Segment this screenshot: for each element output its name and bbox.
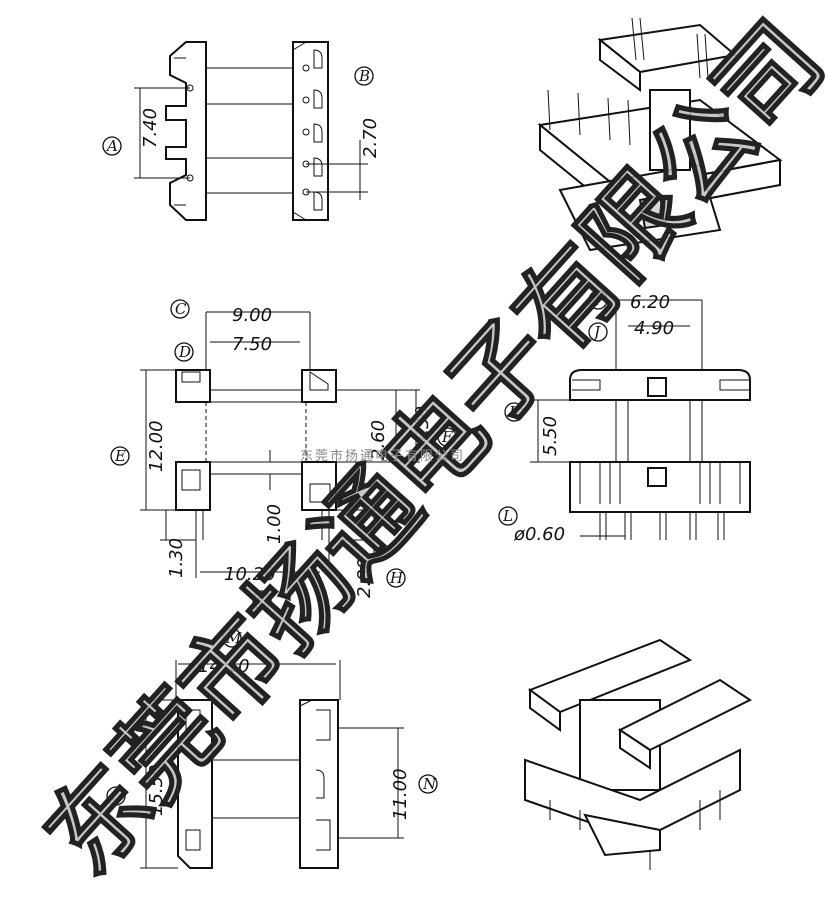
label-m: M (225, 629, 242, 647)
dim-j-value: 4.90 (634, 318, 674, 339)
dim-b-value: 2.70 (360, 118, 381, 158)
isometric-view-bottom (524, 638, 752, 870)
dim-28-value: 2.80 (354, 558, 375, 598)
label-c2: C (257, 591, 269, 609)
dim-1-value: 1.00 (264, 504, 285, 544)
dim-75-value: 7.50 (232, 334, 272, 355)
watermark-small-text: 东莞市扬通电子有限公司 (300, 448, 465, 464)
dim-12-value: 12.00 (146, 420, 167, 472)
front-view: 9.00 C 7.50 D 12.00 E 2.60 4.30 F 1.00 1… (110, 299, 457, 610)
dim-13-value: 1.30 (166, 538, 187, 578)
label-d: D (178, 343, 191, 361)
label-a: A (105, 137, 118, 155)
dim-43-value: 4.30 (412, 406, 433, 446)
side-view: 6.20 I 4.90 J 5.50 K ø0.60 L (498, 290, 751, 545)
dim-102-value: 10.20 (224, 564, 276, 585)
dim-n-value: 11.00 (390, 768, 411, 820)
label-k: K (508, 403, 521, 421)
label-e: E (114, 447, 126, 465)
top-view: 7.40 A 2.70 B (102, 41, 381, 221)
label-l: L (502, 507, 513, 525)
dim-m-value: 14.10 (198, 656, 250, 677)
label-c: C (175, 300, 187, 318)
label-o: O (111, 787, 123, 805)
bottom-view: 14.10 M 15.50 O 11.00 N (106, 628, 438, 869)
label-n: N (422, 775, 437, 793)
dim-9-value: 9.00 (232, 305, 272, 326)
dim-k-value: 5.50 (540, 416, 561, 456)
label-f: F (441, 428, 453, 446)
dim-i-value: 6.20 (630, 292, 670, 313)
dim-a-value: 7.40 (140, 108, 161, 148)
label-b: B (358, 67, 370, 85)
dim-l-value: ø0.60 (513, 524, 565, 545)
dim-o-value: 15.50 (146, 764, 167, 816)
dim-26-value: 2.60 (368, 420, 389, 460)
isometric-view-top (537, 17, 783, 252)
label-h: H (389, 569, 404, 587)
label-i: I (593, 291, 601, 309)
label-j: J (591, 323, 601, 341)
